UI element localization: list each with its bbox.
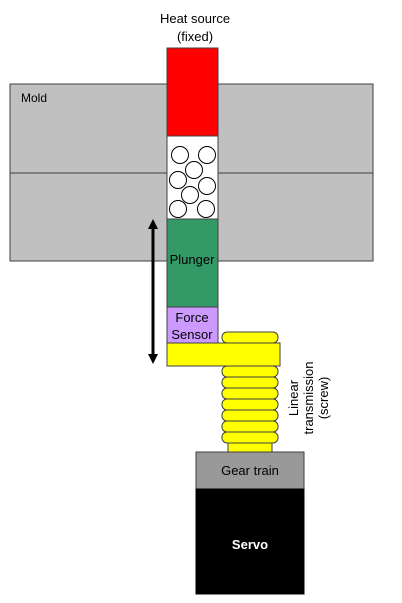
heat-source xyxy=(166,47,219,137)
linear-transmission-label-line3: (screw) xyxy=(316,377,331,420)
screw-thread xyxy=(221,431,279,444)
servo-label: Servo xyxy=(232,537,268,552)
plunger-label: Plunger xyxy=(170,252,215,267)
pellet-chamber xyxy=(166,135,219,220)
pellet xyxy=(169,171,187,189)
gear-train-label: Gear train xyxy=(221,463,279,478)
screw-shaft-base xyxy=(227,442,273,453)
force-sensor-sublabel: Sensor xyxy=(171,327,213,342)
pellet xyxy=(169,200,187,218)
mold-label: Mold xyxy=(21,91,47,105)
screw-thread xyxy=(221,409,279,422)
screw-thread xyxy=(221,398,279,411)
servo xyxy=(195,488,305,595)
heat-source-sublabel: (fixed) xyxy=(177,29,213,44)
screw-thread xyxy=(221,365,279,378)
gear-train xyxy=(195,451,305,490)
screw-thread xyxy=(221,387,279,400)
pellet xyxy=(181,186,199,204)
linear-transmission-screw xyxy=(166,331,281,453)
heat-source-label: Heat source xyxy=(160,11,230,26)
linear-transmission-label-line2: transmission xyxy=(301,362,316,435)
screw-thread xyxy=(221,376,279,389)
plunger xyxy=(166,218,219,308)
linear-transmission-label-line1: Linear xyxy=(286,379,301,416)
screw-top-thread xyxy=(221,331,279,344)
pellet xyxy=(198,177,216,195)
pellet xyxy=(185,161,203,179)
force-sensor-label: Force xyxy=(175,310,208,325)
pellet xyxy=(197,200,215,218)
pellet xyxy=(198,146,216,164)
linear-transmission-label: Linear transmission (screw) xyxy=(286,362,331,435)
force-sensor xyxy=(166,306,219,345)
screw-nut-bracket xyxy=(166,342,281,367)
pellet xyxy=(171,146,189,164)
screw-thread xyxy=(221,420,279,433)
